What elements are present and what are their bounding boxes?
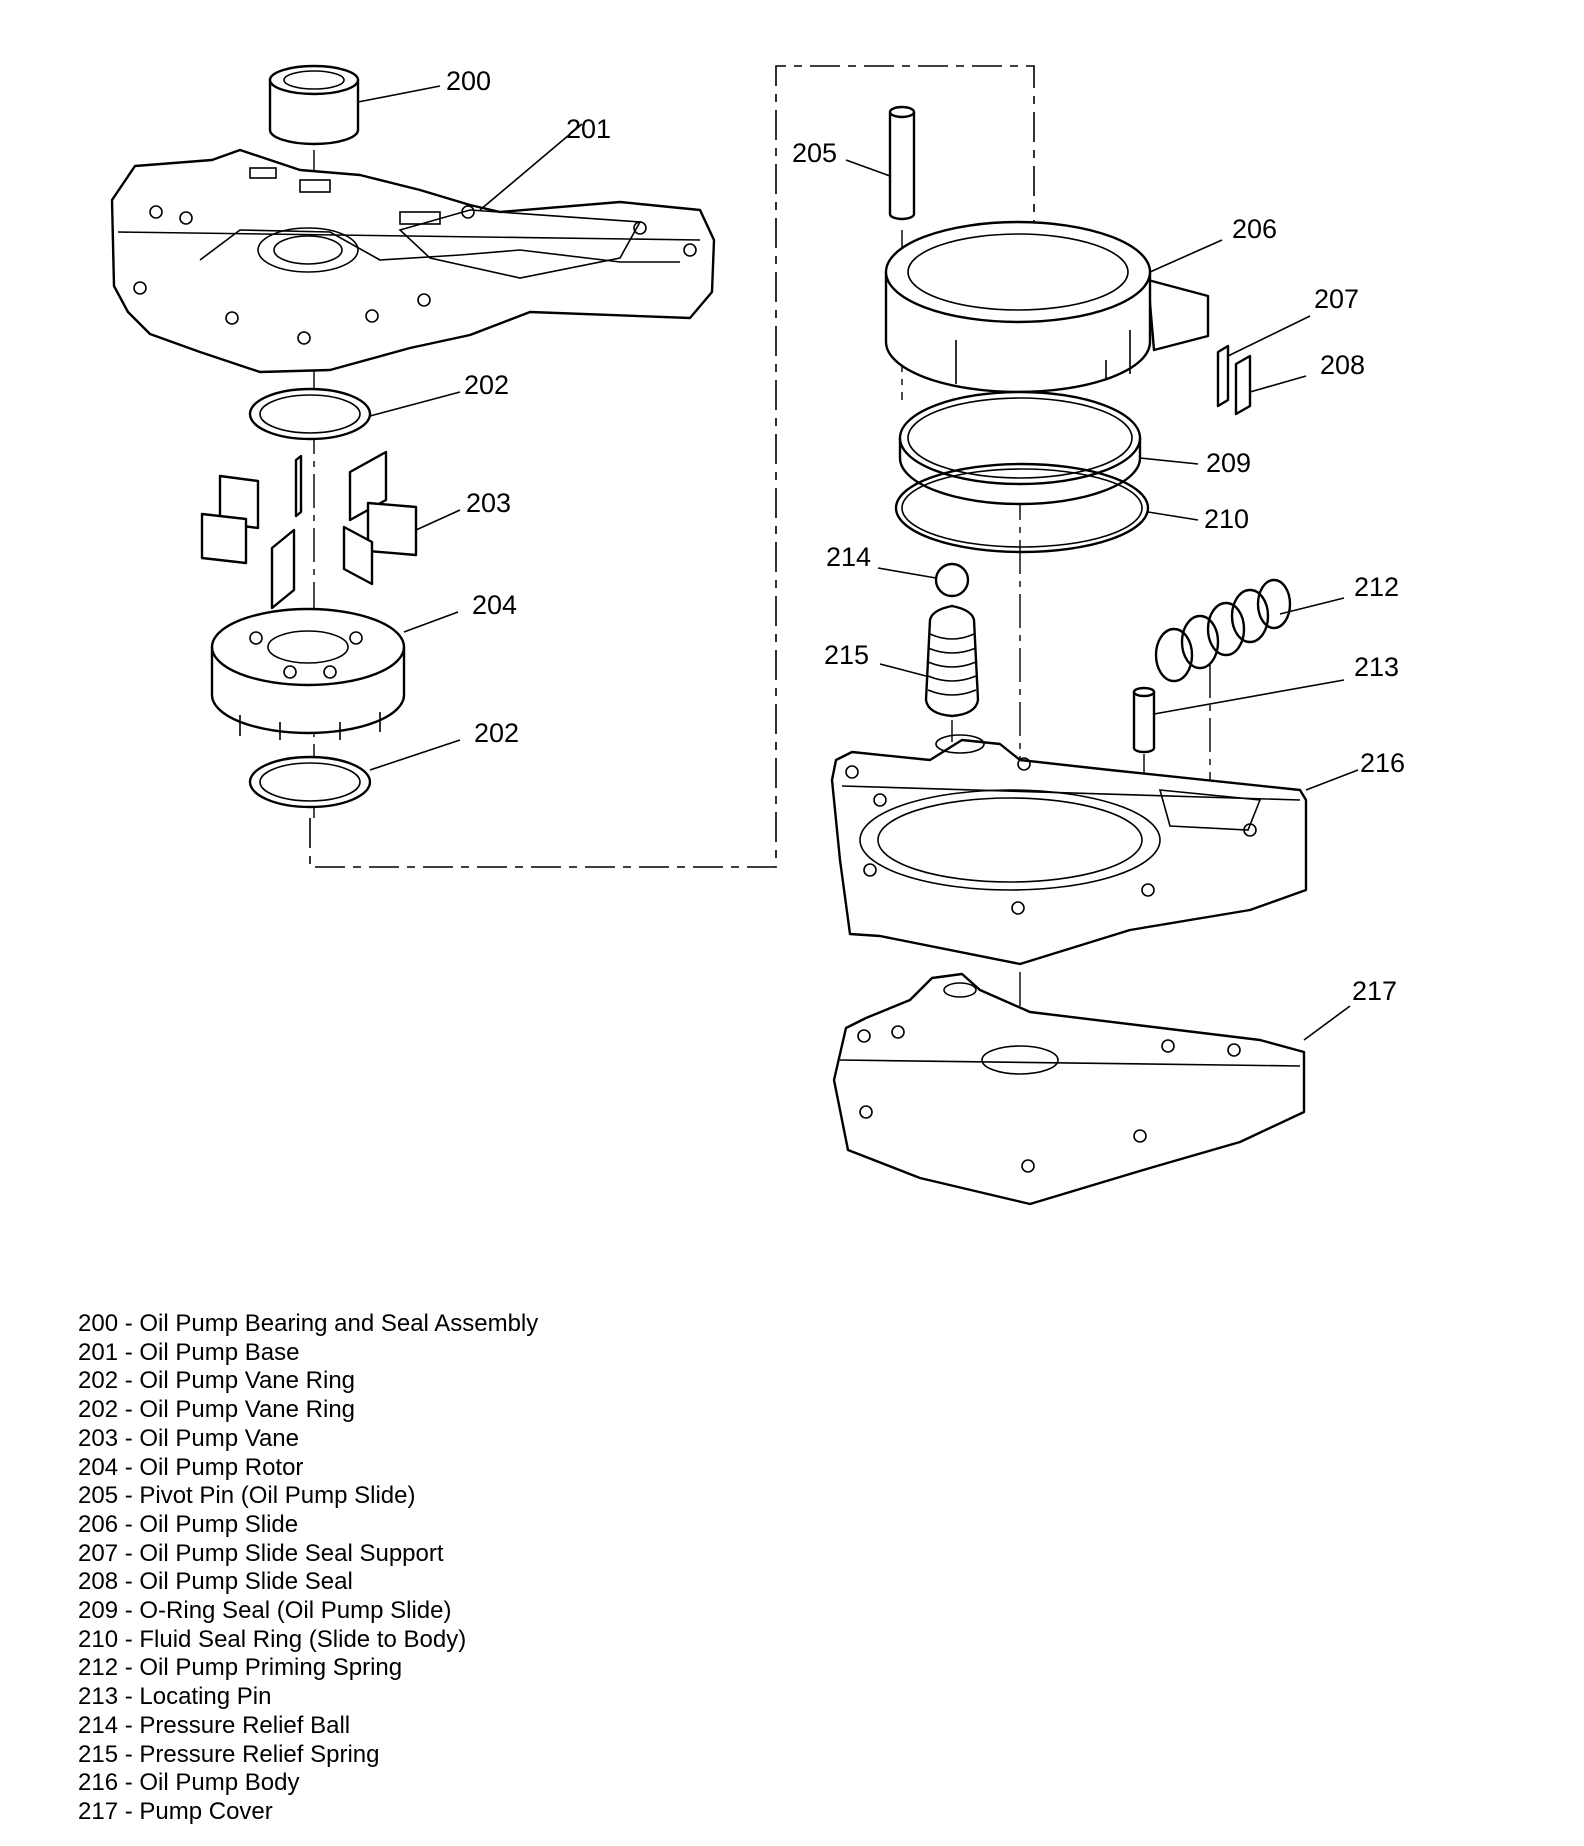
pressure-relief-spring — [924, 604, 980, 742]
oil-pump-vanes — [200, 450, 418, 610]
oil-pump-vane-ring-upper — [248, 387, 372, 441]
callout-210: 210 — [1204, 504, 1249, 534]
oil-pump-rotor — [210, 607, 406, 740]
pump-cover — [832, 972, 1306, 1206]
legend-item: 215 - Pressure Relief Spring — [78, 1740, 380, 1768]
legend-item: 200 - Oil Pump Bearing and Seal Assembly — [78, 1310, 539, 1337]
legend-item: 206 - Oil Pump Slide — [78, 1510, 299, 1538]
parts-legend: 200 - Oil Pump Bearing and Seal Assembly… — [78, 1310, 538, 1827]
legend-item: 212 - Oil Pump Priming Spring — [78, 1654, 403, 1682]
oil-pump-vane-ring-lower — [248, 755, 372, 809]
callout-216: 216 — [1360, 748, 1405, 778]
pivot-pin — [888, 105, 916, 221]
callout-213: 213 — [1354, 652, 1399, 682]
callout-208: 208 — [1320, 350, 1365, 380]
legend-item: 204 - Oil Pump Rotor — [78, 1453, 304, 1481]
callout-206: 206 — [1232, 214, 1277, 244]
legend-item: 203 - Oil Pump Vane — [78, 1424, 300, 1452]
oil-pump-slide-seal — [1234, 354, 1252, 416]
callout-201: 201 — [566, 114, 611, 144]
leader-lines — [357, 85, 1359, 1041]
callout-202-lower: 202 — [474, 718, 519, 748]
legend-item: 202 - Oil Pump Vane Ring — [78, 1367, 356, 1395]
legend-item: 207 - Oil Pump Slide Seal Support — [78, 1539, 444, 1567]
oil-pump-bearing-and-seal-assembly — [268, 64, 360, 146]
fluid-seal-ring — [894, 462, 1150, 554]
oil-pump-base — [110, 148, 716, 374]
callout-212: 212 — [1354, 572, 1399, 602]
assembly-connector-line — [309, 65, 1035, 868]
legend-item: 216 - Oil Pump Body — [78, 1769, 300, 1797]
callout-207: 207 — [1314, 284, 1359, 314]
exploded-view-diagram: 200 201 202 202 203 204 205 206 207 208 … — [110, 64, 1405, 1206]
oil-pump-priming-spring — [1154, 578, 1292, 836]
oil-pump-slide-seal-support — [1216, 344, 1230, 408]
callout-205: 205 — [792, 138, 837, 168]
legend-item: 202 - Oil Pump Vane Ring — [78, 1396, 356, 1424]
pressure-relief-ball — [934, 562, 970, 598]
callout-203: 203 — [466, 488, 511, 518]
callout-217: 217 — [1352, 976, 1397, 1006]
legend-item: 217 - Pump Cover — [78, 1797, 273, 1825]
legend-item: 201 - Oil Pump Base — [78, 1338, 300, 1366]
oil-pump-body — [830, 734, 1308, 966]
legend-item: 208 - Oil Pump Slide Seal — [78, 1568, 353, 1596]
legend-item: 210 - Fluid Seal Ring (Slide to Body) — [78, 1625, 467, 1653]
callout-labels: 200 201 202 202 203 204 205 206 207 208 … — [446, 66, 1405, 1006]
legend-item: 214 - Pressure Relief Ball — [78, 1711, 351, 1739]
legend-item: 213 - Locating Pin — [78, 1683, 272, 1711]
callout-209: 209 — [1206, 448, 1251, 478]
legend-item: 209 - O-Ring Seal (Oil Pump Slide) — [78, 1597, 452, 1625]
oil-pump-slide — [884, 220, 1210, 394]
callout-214: 214 — [826, 542, 871, 572]
callout-200: 200 — [446, 66, 491, 96]
callout-202-upper: 202 — [464, 370, 509, 400]
callout-204: 204 — [472, 590, 517, 620]
o-ring-seal — [898, 390, 1142, 506]
callout-215: 215 — [824, 640, 869, 670]
legend-item: 205 - Pivot Pin (Oil Pump Slide) — [78, 1482, 416, 1510]
